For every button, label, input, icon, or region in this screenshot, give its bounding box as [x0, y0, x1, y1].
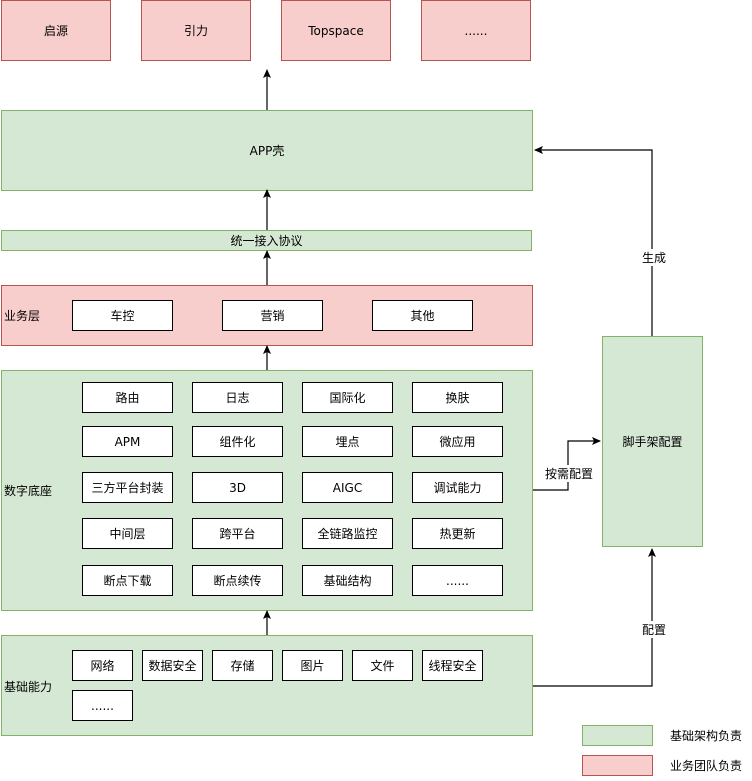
- base-item-network: 网络: [72, 650, 133, 681]
- module-label: 换肤: [445, 391, 470, 405]
- protocol-label: 统一接入协议: [230, 234, 303, 248]
- module-label: 断点下载: [103, 574, 152, 588]
- module-more: ......: [412, 565, 503, 596]
- protocol-bar: 统一接入协议: [1, 230, 532, 251]
- module-label: 3D: [229, 480, 246, 495]
- module-i18n: 国际化: [302, 382, 393, 413]
- digital-foundation-title: 数字底座: [4, 484, 53, 498]
- app-node-label: 启源: [43, 24, 68, 38]
- module-label: 微应用: [439, 435, 476, 449]
- module-apm: APM: [82, 426, 173, 457]
- base-item-label: 文件: [370, 659, 395, 673]
- base-item-storage: 存储: [212, 650, 273, 681]
- edge-label-config: 配置: [641, 621, 668, 638]
- module-cross-platform: 跨平台: [192, 518, 283, 549]
- business-item-label: 营销: [260, 309, 285, 323]
- base-item-more: ......: [72, 690, 133, 721]
- app-node-more: ......: [421, 0, 531, 61]
- base-item-label: 存储: [230, 659, 255, 673]
- module-label: 跨平台: [219, 527, 256, 541]
- base-item-thread-safety: 线程安全: [422, 650, 483, 681]
- arrow-base-to-scaffold: [533, 548, 656, 687]
- module-label: AIGC: [332, 480, 363, 495]
- module-routing: 路由: [82, 382, 173, 413]
- module-label: ......: [446, 573, 469, 588]
- module-middleware: 中间层: [82, 518, 173, 549]
- module-label: 路由: [115, 391, 140, 405]
- app-shell-label: APP壳: [249, 144, 285, 158]
- business-item-label: 车控: [110, 309, 135, 323]
- edge-label-generate: 生成: [641, 249, 668, 266]
- module-label: 埋点: [335, 435, 360, 449]
- base-item-label: 网络: [90, 659, 115, 673]
- business-item-label: 其他: [410, 309, 435, 323]
- module-full-link-monitoring: 全链路监控: [302, 518, 393, 549]
- module-base-structure: 基础结构: [302, 565, 393, 596]
- app-node-label: ......: [464, 23, 488, 38]
- base-item-label: 图片: [300, 659, 325, 673]
- module-label: APM: [114, 434, 141, 449]
- app-node-label: 引力: [183, 24, 208, 38]
- module-micro-app: 微应用: [412, 426, 503, 457]
- edge-label-on-demand: 按需配置: [544, 465, 595, 482]
- legend-label-infra: 基础架构负责: [670, 729, 743, 743]
- module-label: 全链路监控: [317, 527, 378, 541]
- legend-swatch-business: [582, 755, 653, 776]
- business-item-vehicle-control: 车控: [72, 300, 173, 331]
- legend-label-business: 业务团队负责: [670, 759, 743, 773]
- module-label: 断点续传: [213, 574, 262, 588]
- app-node-label: Topspace: [308, 23, 364, 38]
- module-debugging: 调试能力: [412, 472, 503, 503]
- module-logging: 日志: [192, 382, 283, 413]
- module-aigc: AIGC: [302, 472, 393, 503]
- app-shell-box: APP壳: [1, 110, 533, 191]
- module-label: 组件化: [219, 435, 256, 449]
- base-item-label: 线程安全: [428, 659, 477, 673]
- business-item-marketing: 营销: [222, 300, 323, 331]
- scaffold-config-label: 脚手架配置: [622, 435, 683, 449]
- module-componentization: 组件化: [192, 426, 283, 457]
- base-item-data-security: 数据安全: [142, 650, 203, 681]
- module-label: 国际化: [329, 391, 366, 405]
- module-tracking: 埋点: [302, 426, 393, 457]
- module-label: 日志: [225, 391, 250, 405]
- base-item-file: 文件: [352, 650, 413, 681]
- base-item-label: ......: [91, 698, 114, 713]
- module-3d: 3D: [192, 472, 283, 503]
- module-label: 调试能力: [433, 481, 482, 495]
- module-label: 热更新: [439, 527, 476, 541]
- module-resumable-upload: 断点续传: [192, 565, 283, 596]
- module-resumable-download: 断点下载: [82, 565, 173, 596]
- module-label: 基础结构: [323, 574, 372, 588]
- module-theming: 换肤: [412, 382, 503, 413]
- app-node-topspace: Topspace: [281, 0, 391, 61]
- module-label: 中间层: [109, 527, 146, 541]
- scaffold-config-box: 脚手架配置: [602, 336, 703, 547]
- app-node-yinli: 引力: [141, 0, 251, 61]
- arrow-scaffold-to-shell: [534, 146, 653, 336]
- app-node-qiyuan: 启源: [1, 0, 111, 61]
- legend-swatch-infra: [582, 725, 653, 746]
- module-third-party-wrapper: 三方平台封装: [82, 472, 173, 503]
- base-capabilities-title: 基础能力: [4, 680, 53, 694]
- business-layer-title: 业务层: [4, 309, 41, 323]
- module-label: 三方平台封装: [91, 481, 164, 495]
- module-hot-update: 热更新: [412, 518, 503, 549]
- business-item-other: 其他: [372, 300, 473, 331]
- base-item-label: 数据安全: [148, 659, 197, 673]
- base-item-image: 图片: [282, 650, 343, 681]
